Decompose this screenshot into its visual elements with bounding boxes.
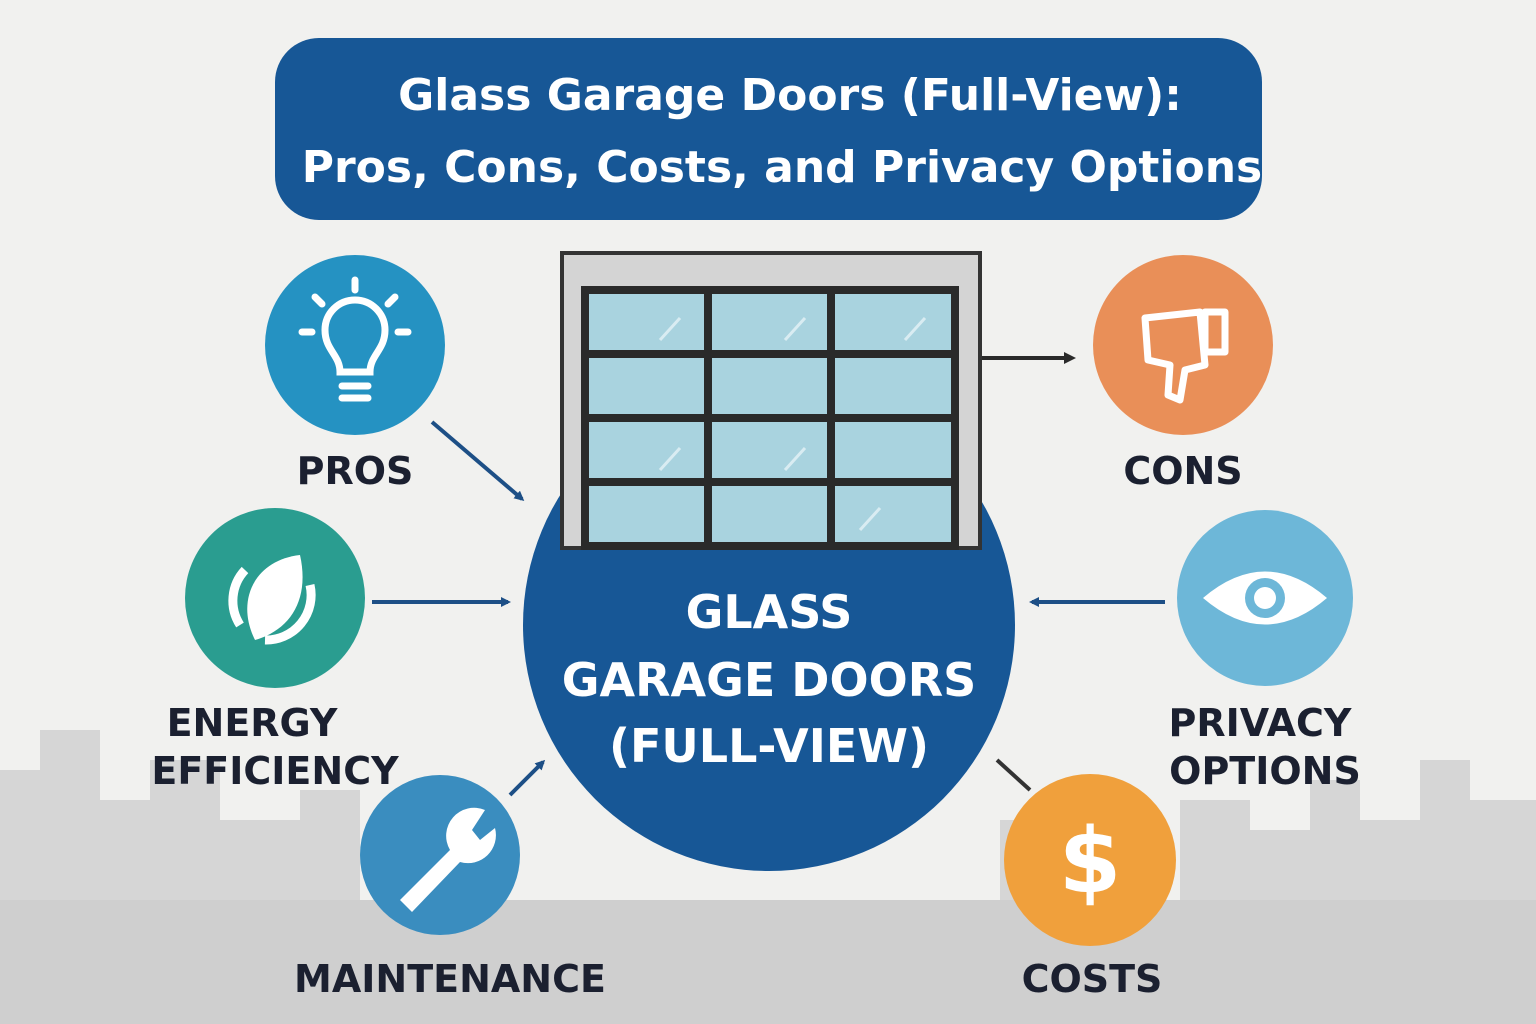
eye-icon <box>1203 571 1327 625</box>
lightbulb-icon <box>298 276 412 402</box>
center-line-2: GARAGE DOORS <box>562 653 977 707</box>
maintenance-label: MAINTENANCE <box>294 957 606 1001</box>
energy-label-line-1: ENERGY <box>167 701 338 745</box>
arrow-pros <box>430 420 525 501</box>
node-energy-efficiency: ENERGY EFFICIENCY <box>151 508 399 793</box>
city-skyline <box>0 730 1536 1024</box>
node-maintenance: MAINTENANCE <box>294 775 606 1001</box>
arrow-maintenance <box>508 759 546 797</box>
center-line-1: GLASS <box>686 585 853 639</box>
wrench-icon <box>400 807 496 912</box>
pros-label: PROS <box>297 449 414 493</box>
node-pros: PROS <box>265 255 445 493</box>
title-line-2: Pros, Cons, Costs, and Privacy Options <box>302 142 1263 193</box>
dollar-icon: $ <box>1059 809 1122 914</box>
node-privacy-options: PRIVACY OPTIONS <box>1169 510 1361 793</box>
leaf-icon <box>228 555 316 645</box>
title-banner: Glass Garage Doors (Full-View): Pros, Co… <box>275 38 1262 220</box>
connectors <box>372 352 1165 797</box>
privacy-label-line-1: PRIVACY <box>1169 701 1352 745</box>
cons-label: CONS <box>1123 449 1242 493</box>
garage-door-illustration <box>560 251 982 550</box>
node-costs: $ COSTS <box>1004 774 1176 1001</box>
energy-label-line-2: EFFICIENCY <box>151 749 399 793</box>
center-line-3: (FULL-VIEW) <box>609 719 929 773</box>
title-line-1: Glass Garage Doors (Full-View): <box>398 70 1182 121</box>
costs-label: COSTS <box>1022 957 1163 1001</box>
line-costs <box>995 758 1032 792</box>
privacy-label-line-2: OPTIONS <box>1169 749 1361 793</box>
node-cons: CONS <box>1093 255 1273 493</box>
thumbs-down-icon <box>1141 308 1229 404</box>
